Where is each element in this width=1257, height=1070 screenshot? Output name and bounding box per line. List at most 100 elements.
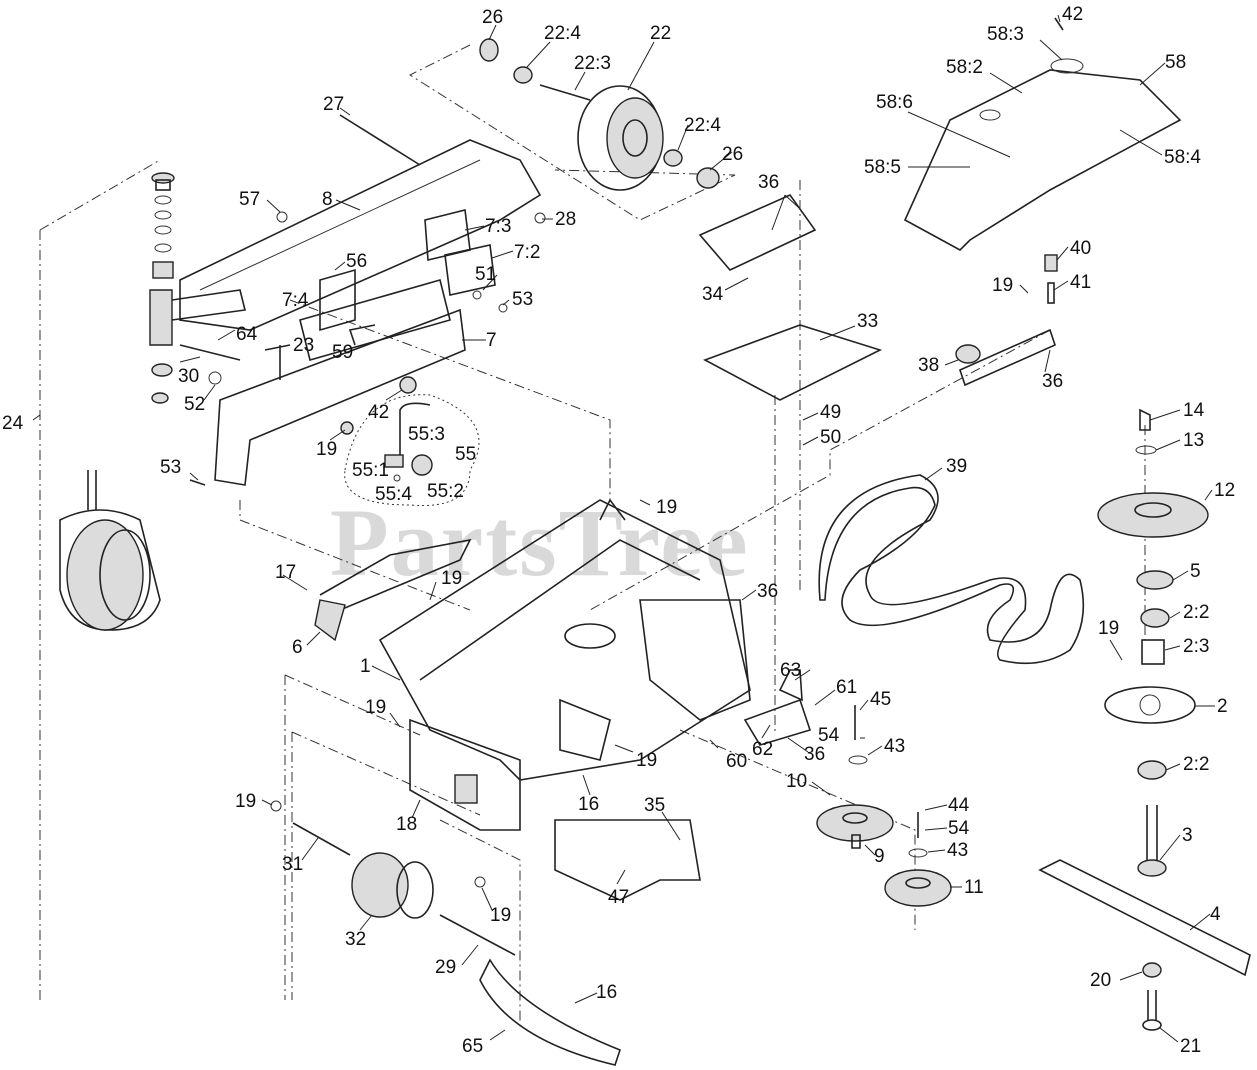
callout-57: 57	[239, 189, 260, 210]
callout-28: 28	[555, 209, 576, 230]
callout-54b: 54	[948, 818, 970, 839]
callout-42a: 42	[368, 402, 389, 423]
callout-58: 58	[1165, 52, 1186, 73]
callout-7-4: 7:4	[282, 290, 309, 311]
callout-36d: 36	[1042, 371, 1063, 392]
callout-61: 61	[836, 677, 857, 698]
callout-2-3: 2:3	[1183, 636, 1209, 657]
side-rail-and-plates	[179, 114, 546, 486]
callout-19g: 19	[656, 497, 677, 518]
callout-34: 34	[702, 284, 724, 305]
callout-58-6: 58:6	[876, 92, 913, 113]
spindle-assembly	[1038, 408, 1251, 1031]
hose-assembly	[344, 394, 480, 507]
callout-58-4: 58:4	[1164, 147, 1201, 168]
callout-19a: 19	[316, 439, 337, 460]
callout-49: 49	[820, 402, 841, 423]
callout-39: 39	[946, 456, 967, 477]
cover-plate	[698, 194, 883, 401]
callout-6: 6	[292, 637, 303, 658]
callout-36b: 36	[757, 581, 778, 602]
callout-41: 41	[1070, 272, 1091, 293]
callout-42b: 42	[1062, 4, 1083, 25]
callout-3: 3	[1182, 825, 1193, 846]
callout-21: 21	[1180, 1036, 1201, 1057]
callout-19c: 19	[365, 697, 386, 718]
callout-43a: 43	[884, 736, 905, 757]
callout-30: 30	[178, 366, 199, 387]
callout-56: 56	[346, 251, 367, 272]
callout-53a: 53	[512, 289, 533, 310]
callout-16b: 16	[578, 794, 599, 815]
drive-wheel-assembly	[479, 38, 720, 191]
callout-19f: 19	[636, 750, 657, 771]
callout-22-4a: 22:4	[544, 23, 581, 44]
callout-52: 52	[184, 394, 205, 415]
callout-2-2b: 2:2	[1183, 754, 1209, 775]
callout-14: 14	[1183, 400, 1205, 421]
callout-10: 10	[786, 771, 807, 792]
callout-35: 35	[644, 795, 665, 816]
callout-2-2a: 2:2	[1183, 602, 1209, 623]
callout-36c: 36	[804, 744, 825, 765]
callout-17: 17	[275, 562, 296, 583]
callout-44: 44	[948, 795, 970, 816]
callout-45: 45	[870, 689, 891, 710]
callout-11: 11	[964, 877, 984, 898]
callout-53b: 53	[160, 457, 181, 478]
callout-26a: 26	[482, 7, 503, 28]
callout-7: 7	[486, 330, 497, 351]
callout-54a: 54	[818, 725, 840, 746]
callout-50: 50	[820, 427, 841, 448]
caster-wheel-assembly	[59, 172, 246, 631]
callout-19d: 19	[235, 791, 256, 812]
callout-7-2: 7:2	[514, 242, 540, 263]
callout-22: 22	[650, 23, 671, 44]
callout-55-2: 55:2	[427, 481, 464, 502]
callout-4: 4	[1210, 904, 1221, 925]
callout-5: 5	[1190, 561, 1201, 582]
callout-62: 62	[752, 739, 773, 760]
callout-7-3: 7:3	[485, 216, 511, 237]
leader-lines	[32, 14, 1215, 1043]
callout-51: 51	[475, 264, 496, 285]
callout-59: 59	[332, 342, 353, 363]
callout-13: 13	[1183, 430, 1204, 451]
callout-63: 63	[780, 660, 801, 681]
callout-labels: 26 22:4 22:3 22 22:4 26 27 57 8 28 7:3 7…	[2, 4, 1235, 1057]
callout-19i: 19	[1098, 618, 1119, 639]
callout-9: 9	[874, 846, 885, 867]
callout-60: 60	[726, 751, 747, 772]
idler-pulleys	[743, 669, 952, 907]
callout-55: 55	[455, 444, 476, 465]
callout-36a: 36	[758, 172, 779, 193]
callout-8: 8	[322, 189, 333, 210]
callout-43b: 43	[947, 840, 968, 861]
callout-18: 18	[396, 814, 417, 835]
callout-65: 65	[462, 1036, 483, 1057]
mower-deck	[314, 498, 751, 831]
callout-58-2: 58:2	[946, 57, 983, 78]
callout-58-3: 58:3	[987, 24, 1024, 45]
callout-38: 38	[918, 355, 939, 376]
idler-bracket	[955, 254, 1058, 387]
callout-19h: 19	[992, 275, 1013, 296]
callout-1: 1	[360, 656, 371, 677]
rear-roller-and-guards	[270, 800, 701, 1066]
callout-64: 64	[236, 324, 258, 345]
callout-55-4: 55:4	[375, 484, 412, 505]
callout-22-4b: 22:4	[684, 115, 721, 136]
assembly-lines	[39, 44, 1146, 1030]
callout-29: 29	[435, 957, 456, 978]
callout-2: 2	[1217, 696, 1228, 717]
callout-55-3: 55:3	[408, 424, 445, 445]
callout-27: 27	[323, 94, 344, 115]
callout-40: 40	[1070, 238, 1091, 259]
callout-12: 12	[1214, 480, 1235, 501]
callout-24: 24	[2, 413, 24, 434]
callout-22-3: 22:3	[574, 53, 611, 74]
callout-19e: 19	[490, 905, 511, 926]
watermark-text: PartsTree	[330, 489, 750, 596]
drive-belt	[818, 474, 1085, 665]
